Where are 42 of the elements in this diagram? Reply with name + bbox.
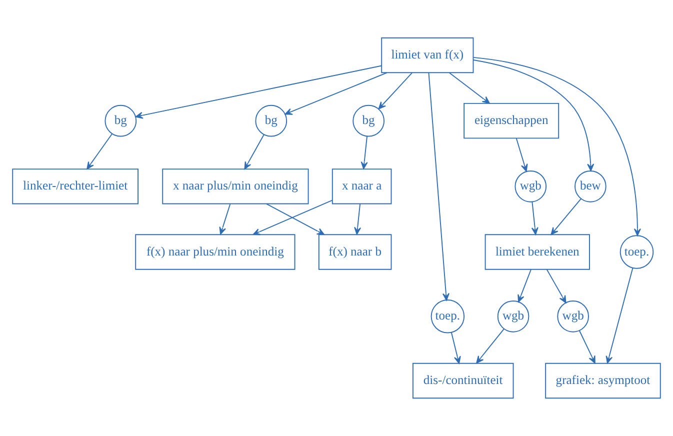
node-box: x naar a [332,168,392,204]
arrow [546,268,566,304]
node-circle: bg [104,104,137,137]
arrow [518,268,532,302]
arrow [450,332,461,364]
node-circle: toep. [620,235,654,269]
node-circle: toep. [430,300,465,334]
node-circle: bg [352,104,384,137]
node-circle: wgb [514,170,547,202]
node-box: limiet van f(x) [381,37,474,74]
arrow [473,56,641,236]
node-circle: wgb [497,300,530,332]
arrow [219,204,231,235]
arrow [266,203,325,236]
node-circle: bew [574,170,606,202]
arrow [606,267,634,364]
arrow [516,138,528,172]
arrow [428,72,450,301]
arrow [578,330,596,364]
node-box: limiet berekenen [484,234,590,270]
node-circle: wgb [557,300,589,332]
arrow [476,328,505,364]
node-box: eigenschappen [464,102,560,139]
arrow [244,134,264,170]
node-box: grafiek: asymptoot [545,362,661,399]
arrow [531,201,538,235]
arrow [284,72,388,115]
node-box: linker-/rechter-limiet [12,168,138,204]
arrow [86,133,113,170]
node-box: f(x) naar plus/min oneindig [135,234,296,270]
node-box: f(x) naar b [318,234,392,270]
arrow [378,72,412,110]
arrow [473,60,594,172]
node-circle: bg [255,104,288,137]
arrow [360,136,368,170]
node-box: dis-/continuïteit [412,362,514,399]
arrow [135,65,382,119]
arrow [550,198,582,235]
arrow [448,72,490,104]
arrow [252,200,333,236]
arrow [354,204,362,235]
node-box: x naar plus/min oneindig [162,168,309,204]
